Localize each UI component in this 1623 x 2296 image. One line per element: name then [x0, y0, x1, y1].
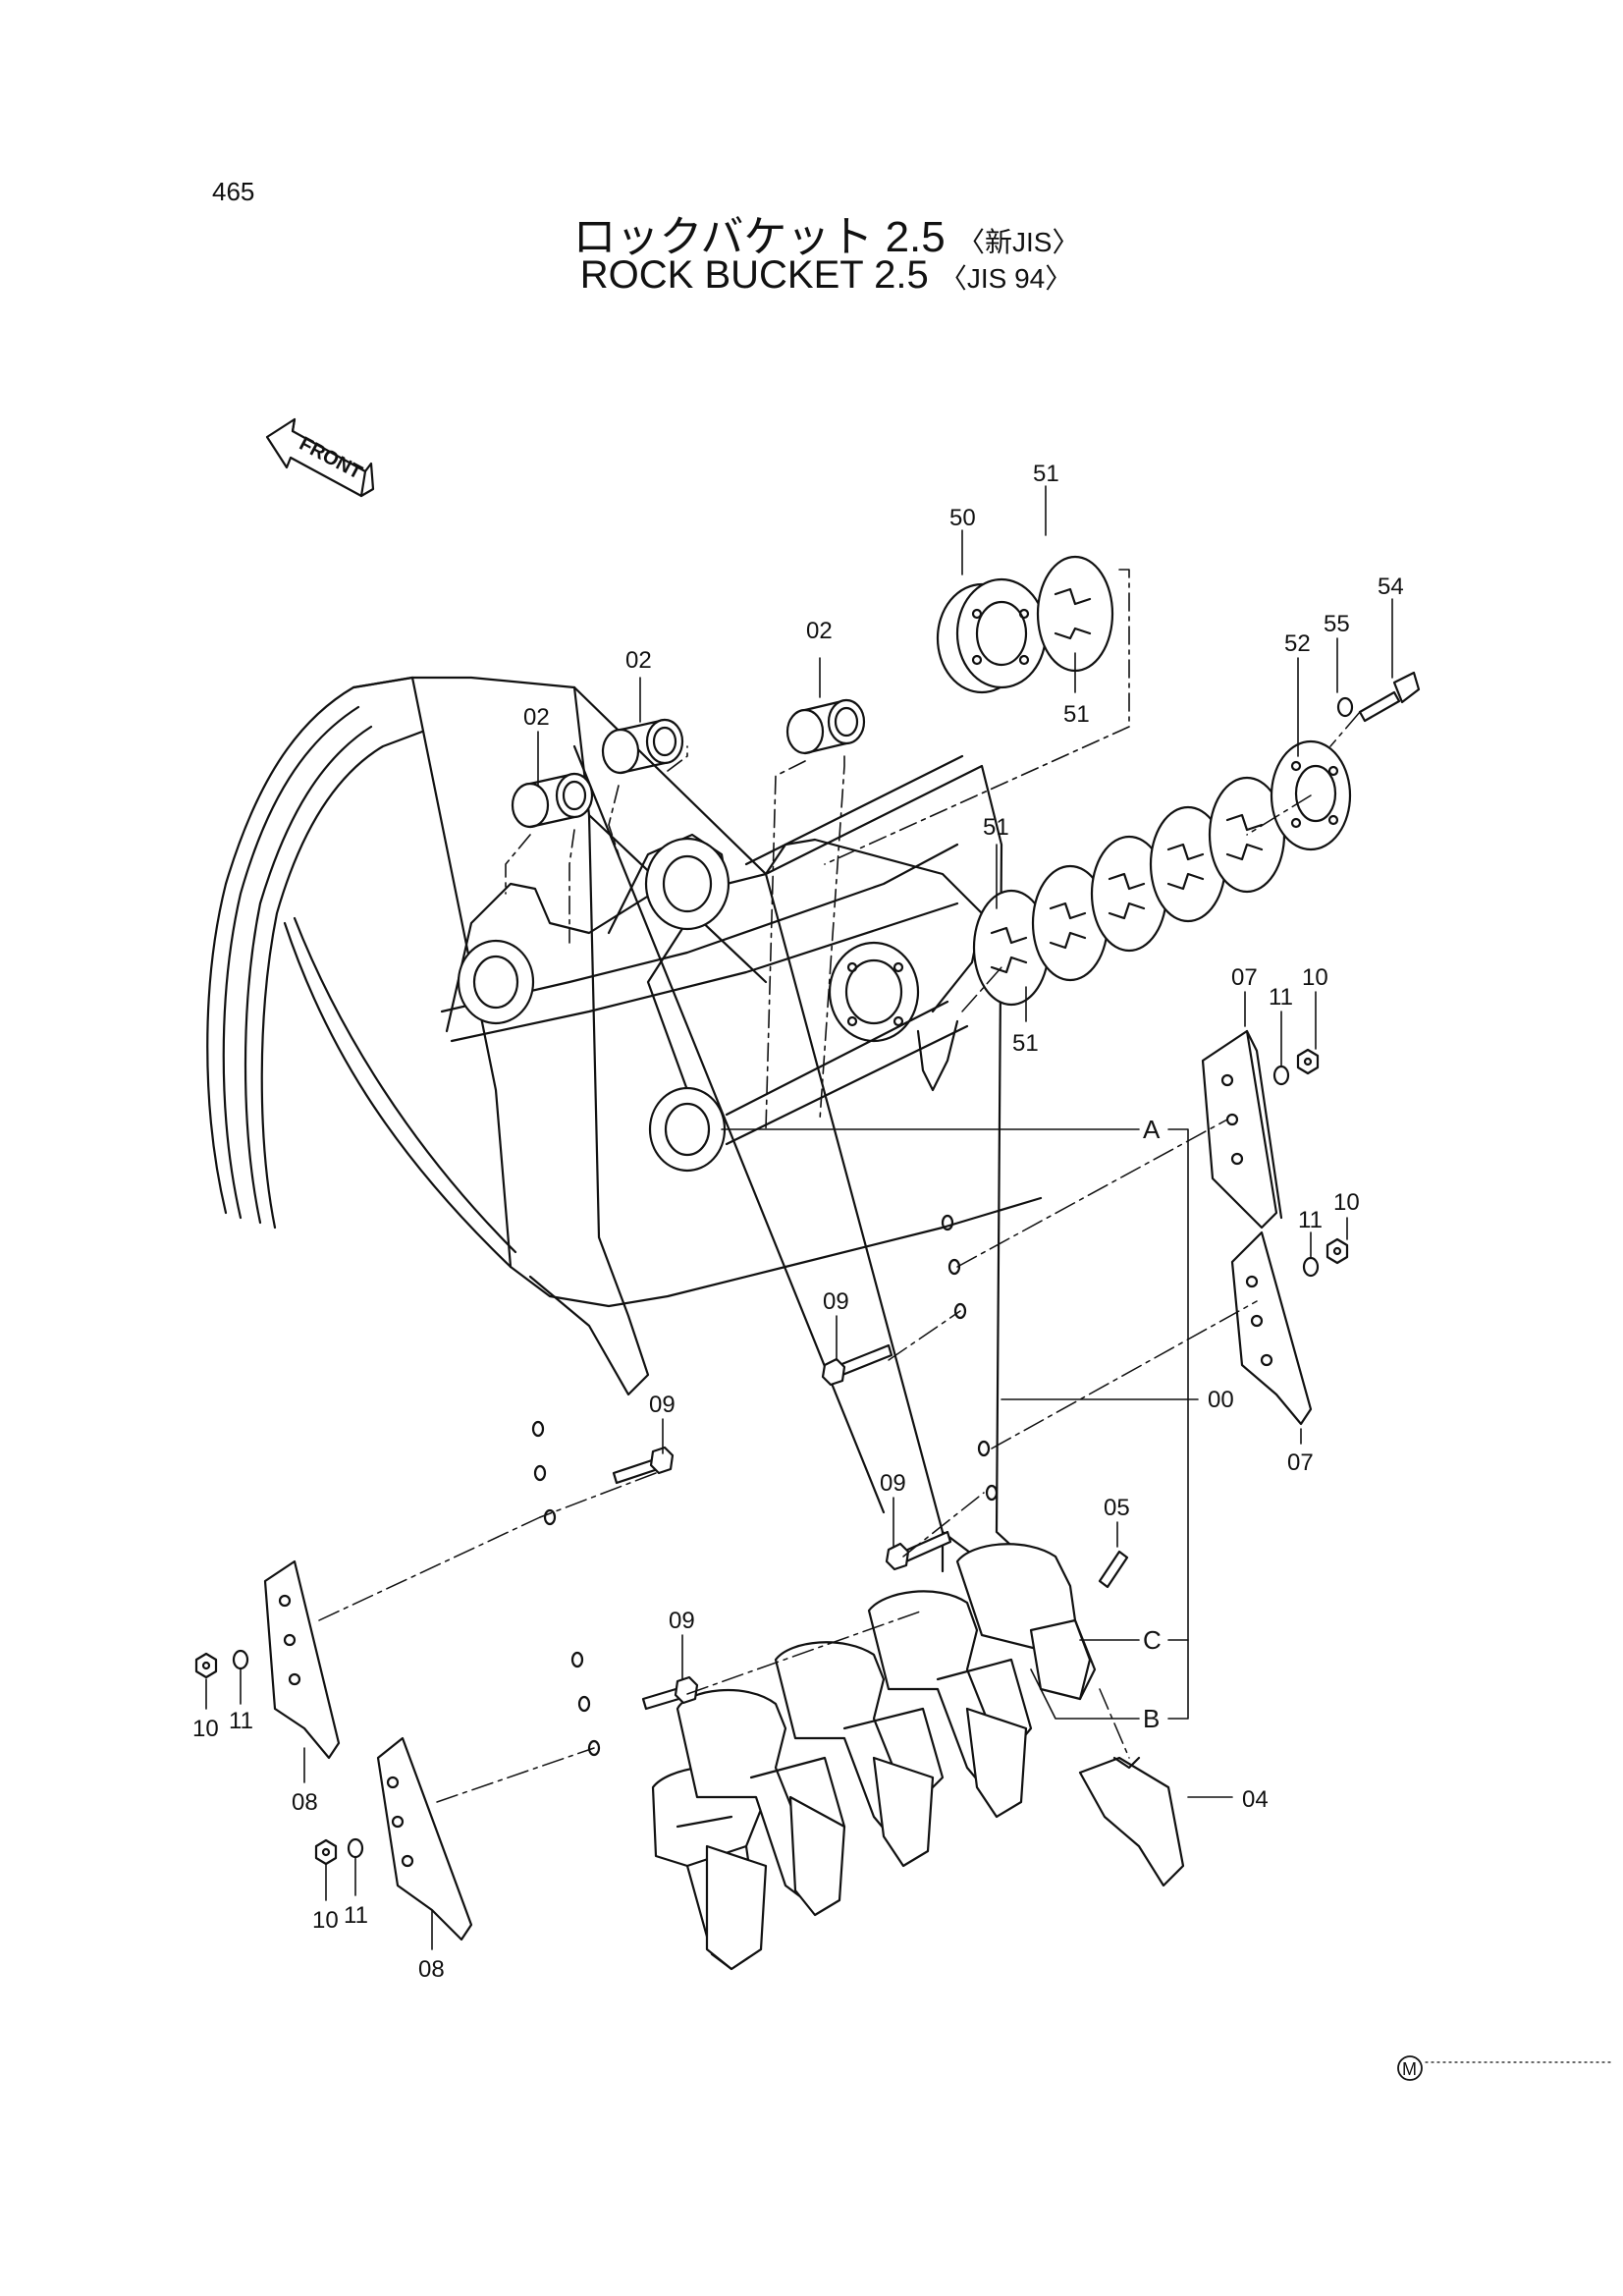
callout-05: 05	[1104, 1495, 1130, 1521]
callout-10-mid: 10	[1333, 1189, 1360, 1216]
callout-11-bottom: 11	[344, 1902, 368, 1929]
washer-11-left	[232, 1649, 249, 1670]
washer-11-mid	[1302, 1256, 1320, 1278]
nut-10-top	[1296, 1048, 1320, 1075]
side-cutter-08-bottom	[376, 1736, 473, 1941]
callout-11-top: 11	[1269, 984, 1293, 1011]
title-en-sub: 〈JIS 94〉	[939, 263, 1073, 294]
pin-05	[1098, 1550, 1129, 1589]
callout-08-left: 08	[292, 1789, 318, 1816]
title-english: ROCK BUCKET 2.5 〈JIS 94〉	[0, 253, 1623, 298]
bushing-02-mid	[601, 718, 684, 775]
callout-50: 50	[949, 505, 976, 531]
bolt-09-left	[612, 1446, 675, 1485]
ref-letter-b: B	[1143, 1704, 1160, 1733]
callout-11-mid: 11	[1298, 1207, 1323, 1233]
bolt-54	[1358, 671, 1421, 723]
bolt-09-upper	[821, 1343, 893, 1387]
callout-51-top: 51	[1033, 461, 1059, 487]
bushing-02-right	[785, 698, 866, 755]
callout-07-top: 07	[1231, 964, 1258, 991]
link-brackets	[445, 833, 984, 1173]
side-cutter-07-top	[1201, 1029, 1283, 1230]
tooth-04	[1078, 1756, 1185, 1887]
nut-10-mid	[1325, 1237, 1349, 1265]
bolt-09-center	[885, 1530, 952, 1571]
callout-52: 52	[1284, 630, 1311, 657]
bushing-leader-lines	[505, 569, 1130, 1130]
callout-10-left: 10	[192, 1716, 219, 1742]
callout-51-left-bottom: 51	[1012, 1030, 1039, 1057]
callout-51-left-top: 51	[983, 814, 1009, 841]
ref-letter-c: C	[1143, 1625, 1162, 1655]
callout-07-mid: 07	[1287, 1449, 1314, 1476]
nut-10-bottom	[314, 1838, 338, 1866]
callout-09-center: 09	[880, 1470, 906, 1497]
callout-51-mid: 51	[1063, 701, 1090, 728]
callout-54: 54	[1378, 574, 1404, 600]
bucket-teeth	[651, 1543, 1097, 1971]
title-en-main: ROCK BUCKET 2.5	[579, 253, 929, 297]
callout-11-left: 11	[229, 1708, 253, 1734]
callout-10-bottom: 10	[312, 1907, 339, 1934]
callout-09-lower: 09	[669, 1608, 695, 1634]
callout-02-right: 02	[806, 618, 833, 644]
callout-10-top: 10	[1302, 964, 1328, 991]
callout-55: 55	[1324, 611, 1350, 637]
washer-11-top	[1272, 1065, 1290, 1086]
title-jp-sub: 〈新JIS〉	[956, 227, 1080, 257]
title-japanese: ロックバケット 2.5 〈新JIS〉	[0, 201, 1623, 264]
page-number: 465	[212, 177, 255, 206]
callout-09-left: 09	[649, 1392, 676, 1418]
callout-02-mid: 02	[625, 647, 652, 674]
circled-m-letter: M	[1402, 2059, 1417, 2079]
side-cutter-07-mid	[1230, 1230, 1313, 1426]
nut-10-left	[194, 1652, 218, 1679]
ring-50	[936, 577, 1048, 694]
shim-stack-51	[972, 776, 1286, 1007]
callout-09-upper: 09	[823, 1288, 849, 1315]
washer-55	[1336, 696, 1354, 718]
callout-04: 04	[1242, 1786, 1269, 1813]
alignment-lines	[318, 711, 1361, 1803]
callout-02-left: 02	[523, 704, 550, 731]
front-arrow-icon: FRONT	[265, 417, 375, 498]
callout-00: 00	[1208, 1387, 1234, 1413]
ref-letter-a: A	[1143, 1115, 1161, 1144]
title-jp-main: ロックバケット 2.5	[572, 213, 946, 261]
washer-11-bottom	[347, 1837, 364, 1859]
bushing-02-left	[511, 772, 594, 829]
leader-lines	[205, 485, 1393, 1950]
bolt-09-lower	[641, 1675, 699, 1711]
callout-08-bottom: 08	[418, 1956, 445, 1983]
circled-m-mark: M	[1397, 2055, 1611, 2081]
side-cutter-08-left	[263, 1559, 341, 1760]
